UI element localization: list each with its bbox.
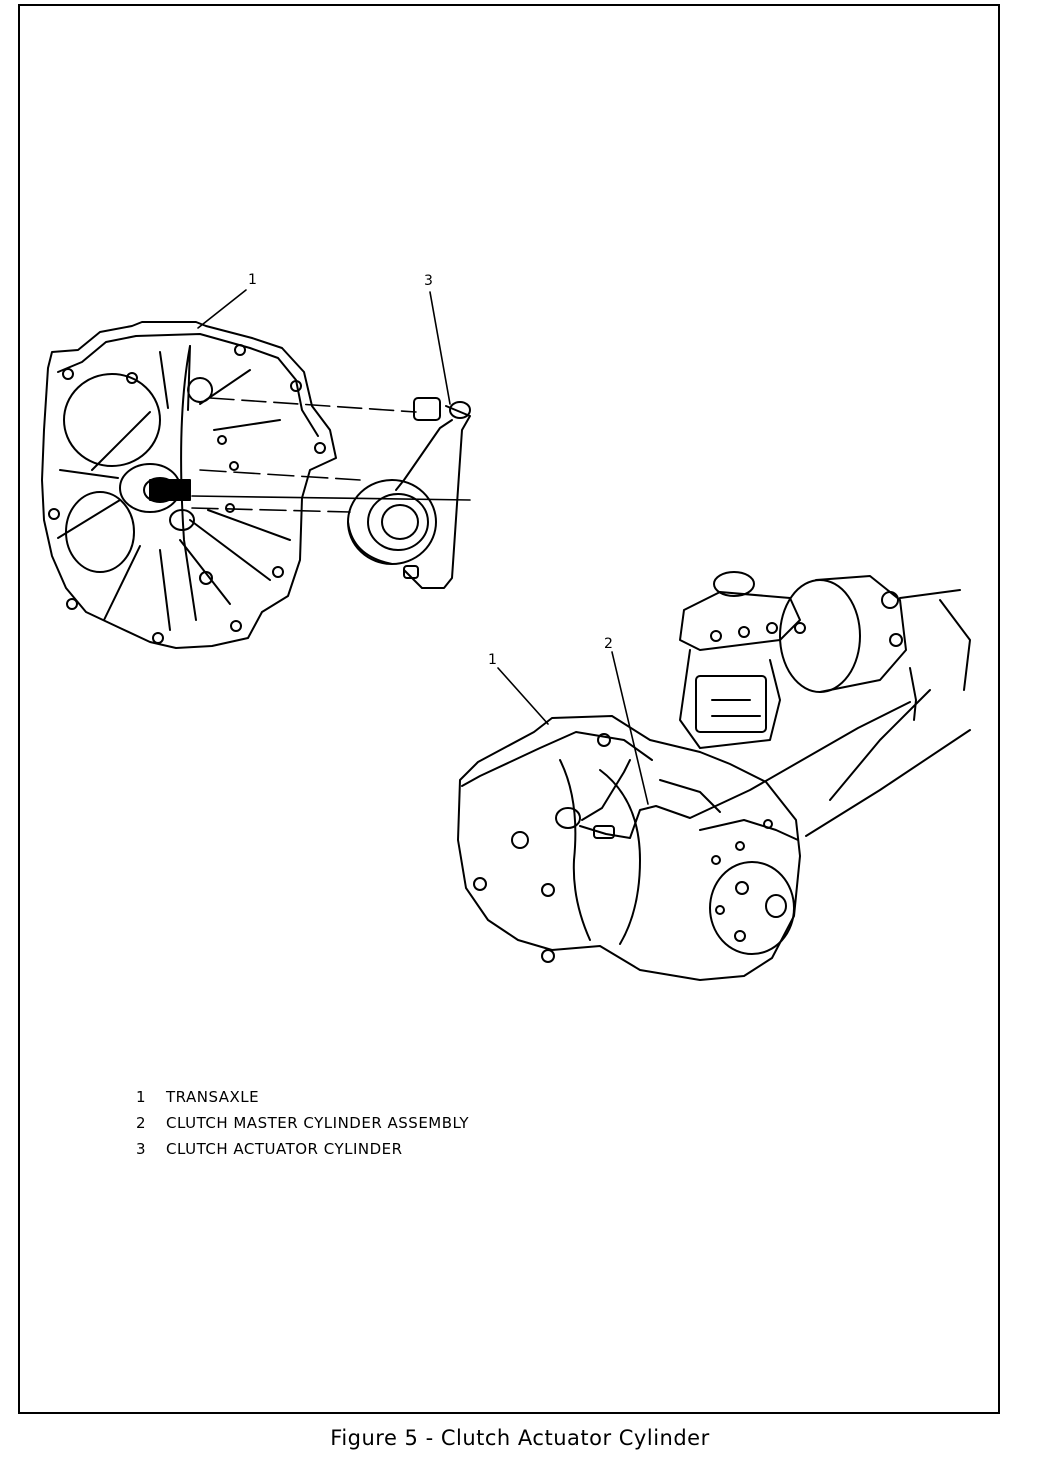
legend-number: 1 [136,1088,147,1106]
bellhousing-view [41,321,337,649]
figure-frame [18,4,1000,1414]
legend-item: 3 CLUTCH ACTUATOR CYLINDER [136,1136,469,1162]
legend-label: CLUTCH MASTER CYLINDER ASSEMBLY [166,1114,470,1132]
callout-2: 2 [604,636,613,652]
legend-number: 2 [136,1114,147,1132]
legend-item: 2 CLUTCH MASTER CYLINDER ASSEMBLY [136,1110,469,1136]
alignment-lines [191,397,471,513]
callout-3: 3 [424,273,433,289]
legend-label: TRANSAXLE [166,1088,260,1106]
callout-1-top: 1 [248,272,257,288]
actuator-cylinder [347,397,471,589]
legend-item: 1 TRANSAXLE [136,1084,469,1110]
transaxle-outline [457,715,801,981]
legend-label: CLUTCH ACTUATOR CYLINDER [166,1140,403,1158]
transaxle-view [457,701,911,981]
master-cylinder-view [679,571,971,837]
parts-legend: 1 TRANSAXLE 2 CLUTCH MASTER CYLINDER ASS… [136,1084,469,1162]
legend-number: 3 [136,1140,147,1158]
figure-caption: Figure 5 - Clutch Actuator Cylinder [330,1426,710,1450]
callout-1-bottom: 1 [488,652,497,668]
